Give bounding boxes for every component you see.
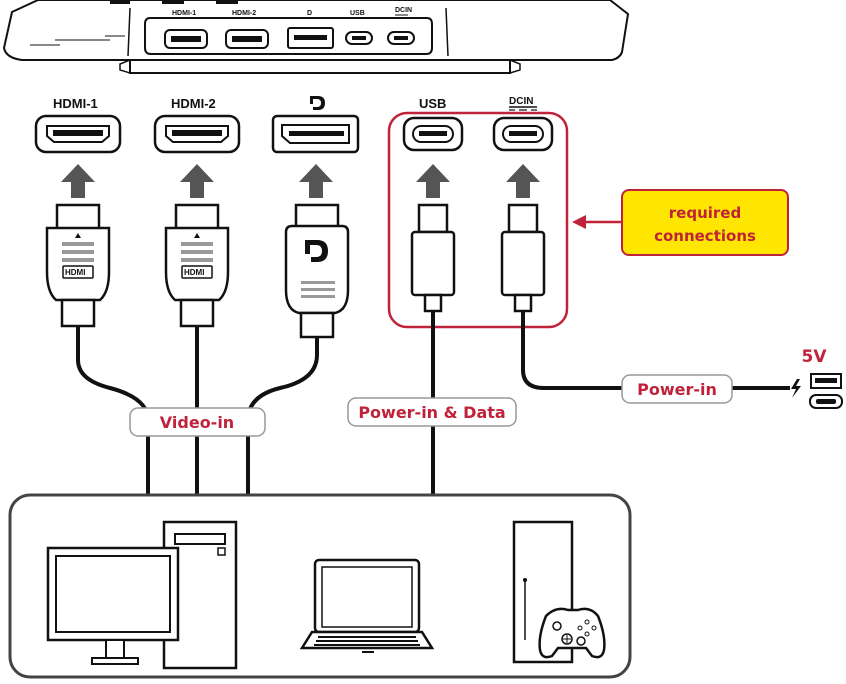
device-label-usb: USB [350,10,365,17]
required-connections-box [387,111,569,329]
hdmi-plug-1-text: HDMI [65,268,85,277]
lightning-icon [791,379,801,398]
arrow-up-icon [506,164,540,198]
device-label-dp: D [307,10,312,17]
video-in-label: Video-in [160,413,234,432]
arrow-up-icon [416,164,450,198]
game-controller-icon [538,607,606,659]
device-label-hdmi1: HDMI-1 [172,10,196,17]
required-connections-callout [621,189,789,256]
hdmi-plug-2-text: HDMI [184,268,204,277]
displayport-logo [310,96,325,110]
device-label-hdmi2: HDMI-2 [232,10,256,17]
hdmi1-port [34,114,122,154]
dcin-port [492,116,554,152]
displayport-port [271,114,360,154]
displayport-logo [305,240,328,262]
monitor-device: HDMI-1 HDMI-2 D USB DCIN [2,0,630,74]
hdmi-plug-1: HDMI [45,203,111,328]
device-label-dcin: DCIN [395,7,412,14]
callout-line2: connections [654,227,756,245]
power-in-label: Power-in [637,380,717,399]
hdmi-plug-2: HDMI [164,203,230,328]
usb-c-plug [410,203,456,313]
port-label-hdmi1: HDMI-1 [53,96,98,111]
required-connections-arrow [572,215,622,229]
arrow-up-icon [61,164,95,198]
arrow-up-icon [180,164,214,198]
port-label-hdmi2: HDMI-2 [171,96,216,111]
port-label-usb: USB [419,96,446,111]
usb-a-icon [810,373,842,389]
hdmi2-port [153,114,241,154]
video-in-pill: Video-in [129,407,266,437]
laptop-icon [299,558,435,653]
voltage-label: 5V [802,347,828,367]
port-label-dcin: DCIN [509,96,533,107]
usb-port [402,116,464,152]
dcin-usb-c-plug [500,203,546,313]
displayport-plug [284,203,350,339]
desktop-pc-icon [46,520,238,670]
callout-line1: required [669,204,741,222]
power-in-pill: Power-in [621,374,733,404]
usb-c-icon [809,394,843,409]
arrow-up-icon [299,164,333,198]
power-data-label: Power-in & Data [358,403,505,422]
power-data-pill: Power-in & Data [347,397,517,427]
